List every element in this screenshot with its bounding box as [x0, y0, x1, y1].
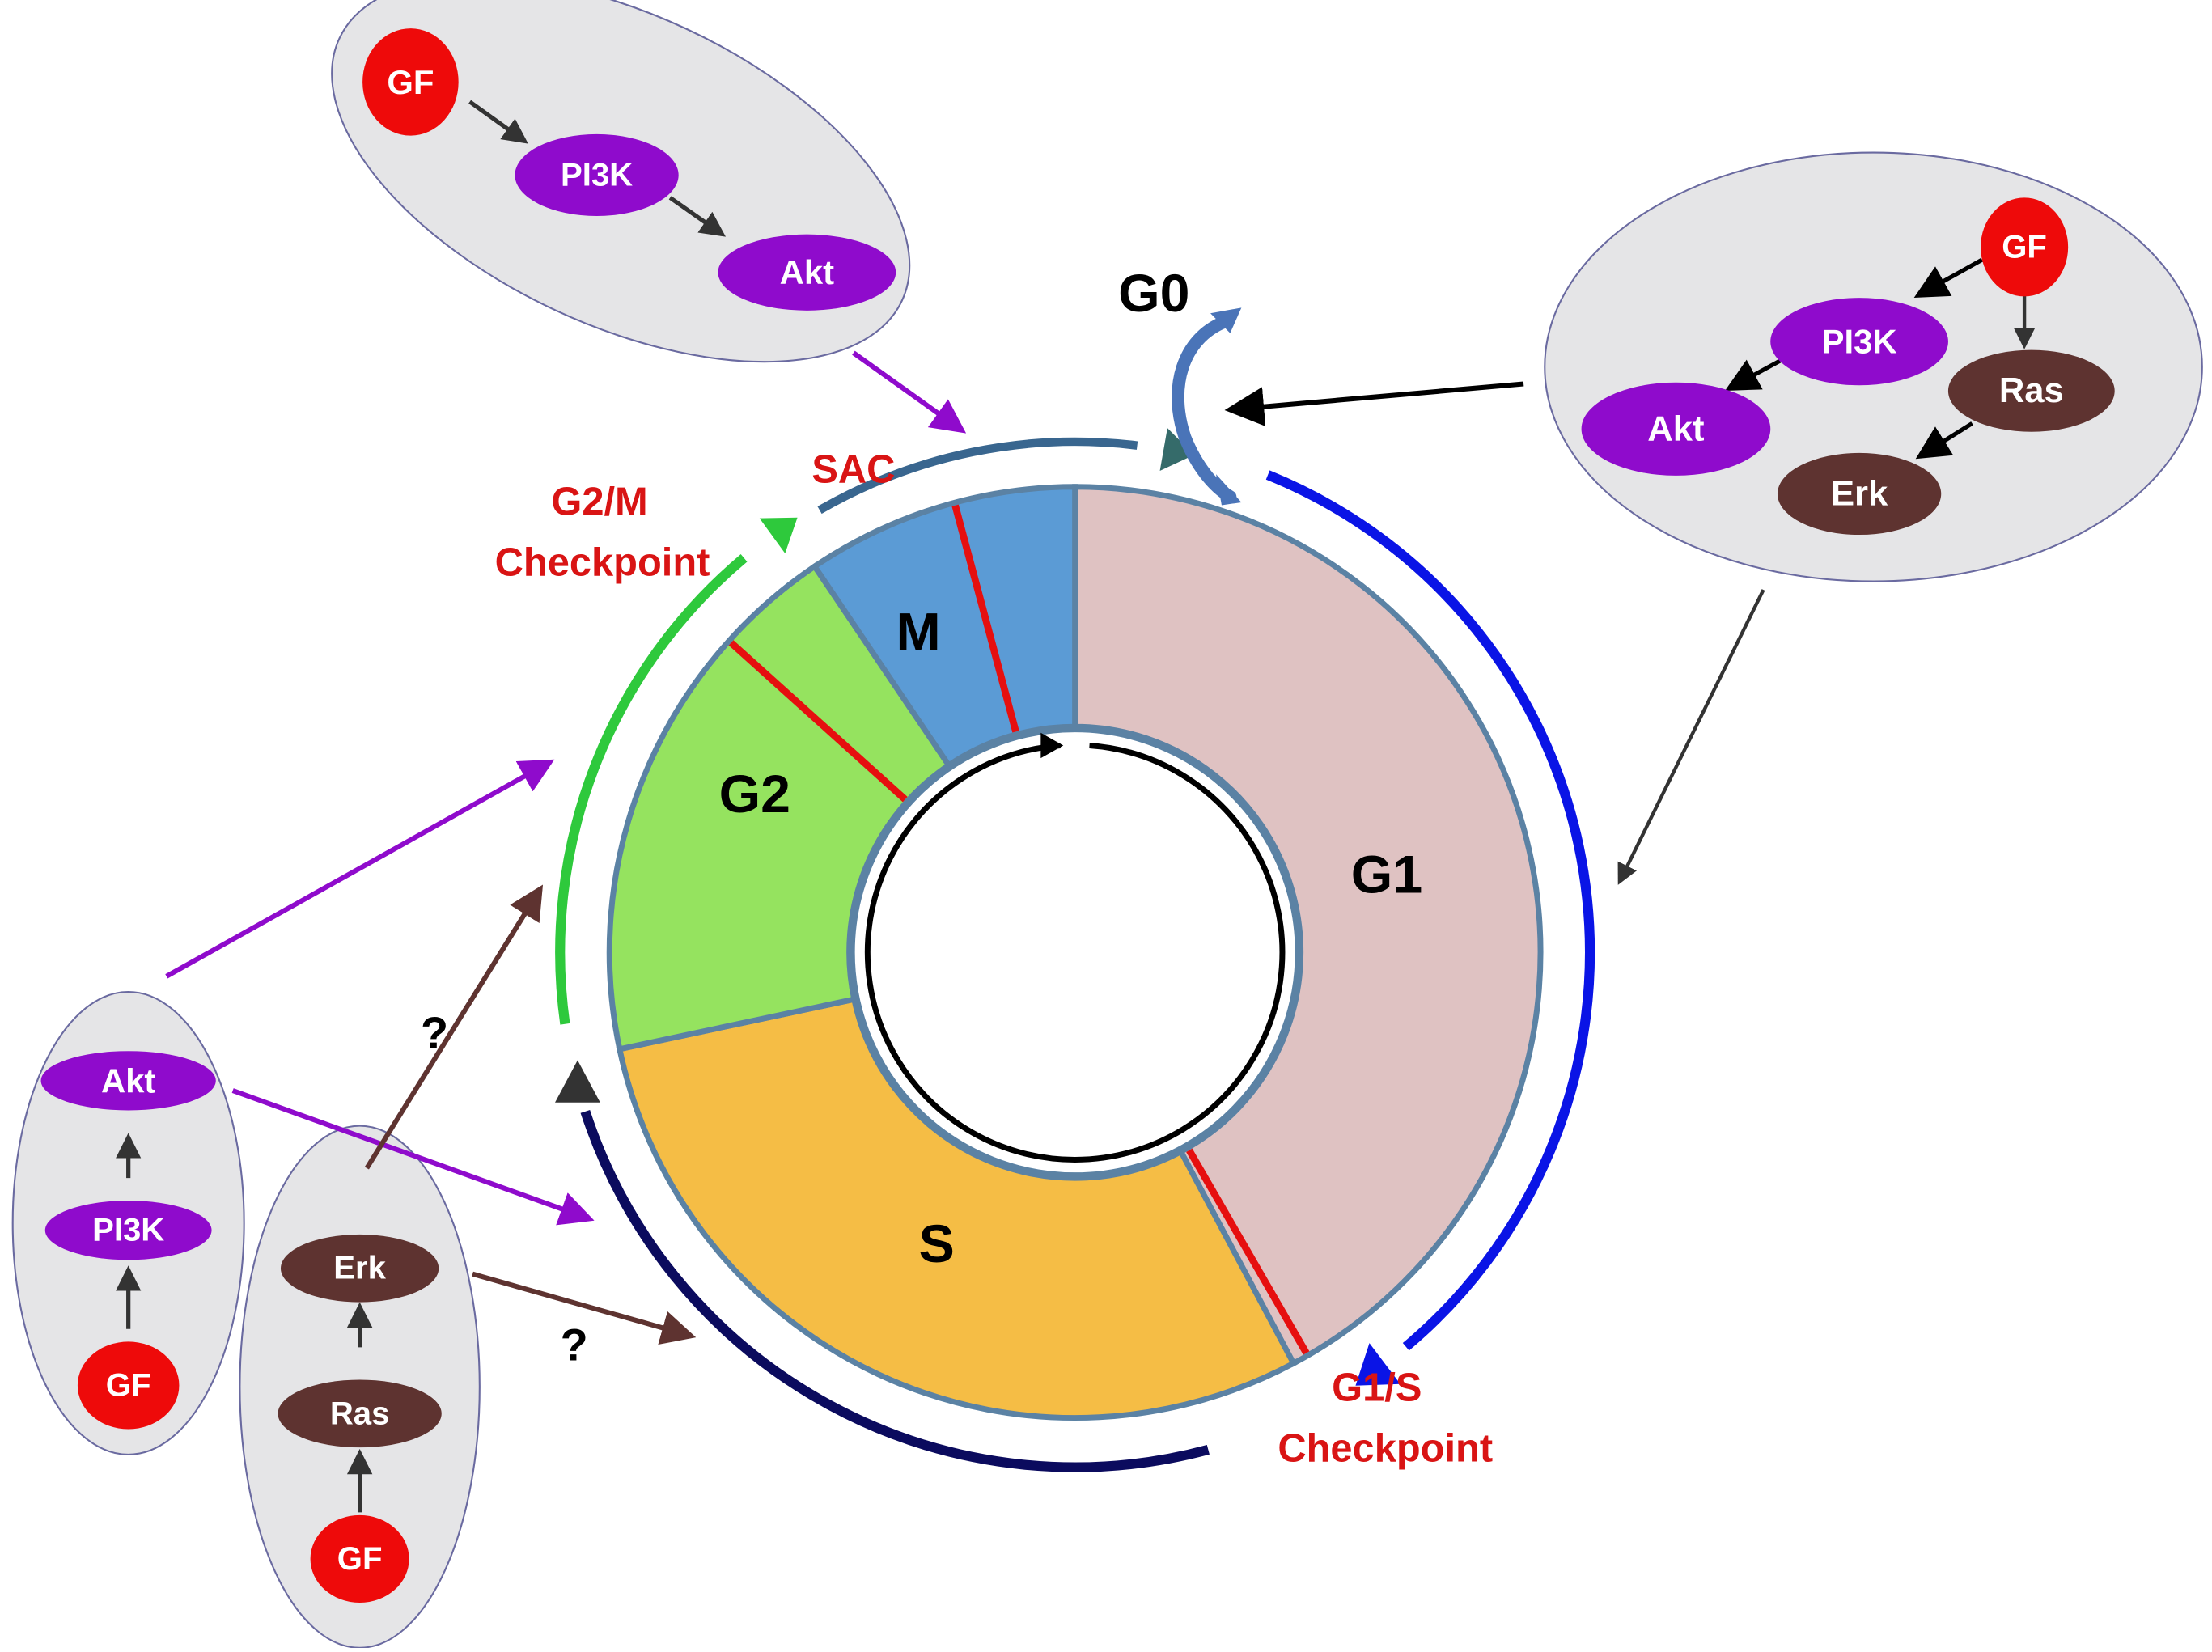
- cluster-top: GF PI3K Akt: [331, 0, 911, 363]
- checkpoint-line-sac: [951, 504, 1019, 733]
- inner-cycle-arrowhead: [1040, 732, 1064, 759]
- g0-arrowhead-bottom: [1216, 474, 1242, 506]
- node-gf-label: GF: [387, 63, 434, 101]
- arrow-right-cluster-to-g0: [1224, 381, 1524, 426]
- arrow-gf-to-pi3k: [468, 100, 528, 144]
- question-mark-erk-s: ?: [561, 1319, 588, 1370]
- s-progression-arrowhead: [555, 1060, 600, 1103]
- checkpoint-line-g2m: [728, 640, 908, 803]
- g1-progression-arc: [1265, 470, 1595, 1351]
- phase-label-g2: G2: [719, 765, 790, 824]
- regulatory-arrows: [165, 350, 1765, 1345]
- arrow-left-akt-to-s: [231, 1088, 595, 1226]
- arrow-pi3k-to-akt: [668, 196, 727, 237]
- arrow-ras-to-erk: [1915, 421, 1973, 460]
- cluster-right: GF PI3K Akt Ras Erk: [1544, 151, 2203, 582]
- node-pi3k-label: PI3K: [92, 1213, 164, 1248]
- g2m-checkpoint-label-line1: G2/M: [551, 481, 647, 524]
- phase-label-s: S: [919, 1214, 955, 1274]
- g1-progression-arrowhead: [1355, 1343, 1401, 1386]
- g0-label: G0: [1118, 264, 1189, 324]
- node-gf: [1981, 197, 2069, 297]
- cluster-left-pi3k: Akt PI3K GF: [11, 990, 245, 1455]
- g2-progression-arrowhead: [759, 517, 798, 554]
- cell-cycle-ring: [606, 484, 1544, 1421]
- ring-inner-hole: [849, 726, 1301, 1179]
- g1s-checkpoint-label-line1: G1/S: [1332, 1366, 1422, 1410]
- node-akt-label: Akt: [1647, 409, 1704, 448]
- arrow-left-erk-to-g2: [364, 884, 544, 1170]
- m-progression-arrowhead: [1159, 428, 1195, 472]
- arrow-pi3k-to-akt: [1724, 358, 1783, 391]
- node-ras: [278, 1379, 442, 1448]
- phase-progression-arrows: [555, 428, 1595, 1472]
- arrow-top-akt-to-m: [852, 350, 967, 434]
- phase-label-g1: G1: [1351, 845, 1422, 904]
- node-pi3k-label: PI3K: [1822, 323, 1897, 361]
- g0-arrowhead-top: [1210, 307, 1242, 333]
- node-gf-label: GF: [106, 1367, 151, 1403]
- g2-progression-arc: [555, 553, 748, 1025]
- node-ras: [1947, 349, 2115, 432]
- inner-cycle-arrow: [864, 743, 1286, 1163]
- g1s-checkpoint-label-line2: Checkpoint: [1278, 1427, 1493, 1471]
- arrow-left-akt-to-g2: [165, 759, 555, 979]
- node-akt-label: Akt: [780, 253, 834, 291]
- node-erk-label: Erk: [333, 1251, 386, 1286]
- g0-exit-arrow: [1172, 307, 1242, 506]
- g2m-checkpoint-label-line2: Checkpoint: [495, 541, 710, 585]
- checkpoint-line-g1s: [1186, 1148, 1310, 1355]
- sac-label: SAC: [811, 448, 895, 492]
- node-pi3k: [515, 133, 679, 216]
- g0-curved-arrow-body: [1172, 315, 1237, 503]
- phase-label-m: M: [896, 602, 941, 662]
- node-gf: [310, 1514, 409, 1603]
- arrow-gf-to-pi3k: [1913, 257, 1984, 298]
- node-gf-label: GF: [337, 1541, 383, 1577]
- node-ras-label: Ras: [1999, 371, 2064, 410]
- arrow-right-cluster-to-g1: [1617, 589, 1765, 885]
- node-akt: [40, 1051, 216, 1111]
- node-gf-label: GF: [2002, 229, 2047, 265]
- node-akt: [1581, 382, 1771, 476]
- node-pi3k-label: PI3K: [561, 157, 633, 193]
- node-erk-label: Erk: [1831, 474, 1888, 513]
- node-ras-label: Ras: [330, 1396, 390, 1431]
- node-gf: [77, 1341, 180, 1430]
- node-pi3k: [44, 1201, 212, 1260]
- phase-sector-m: [811, 484, 1078, 769]
- node-akt: [718, 234, 896, 311]
- node-erk: [280, 1234, 439, 1303]
- node-gf: [362, 28, 459, 136]
- m-progression-arc: [817, 437, 1138, 515]
- node-pi3k: [1770, 298, 1948, 386]
- arrow-left-erk-to-s: [472, 1271, 697, 1345]
- node-akt-label: Akt: [101, 1061, 155, 1099]
- s-progression-arc: [580, 1109, 1210, 1472]
- node-erk: [1777, 452, 1942, 536]
- cluster-left-ras: Erk Ras GF: [239, 1125, 481, 1649]
- question-mark-erk-g2: ?: [421, 1007, 448, 1058]
